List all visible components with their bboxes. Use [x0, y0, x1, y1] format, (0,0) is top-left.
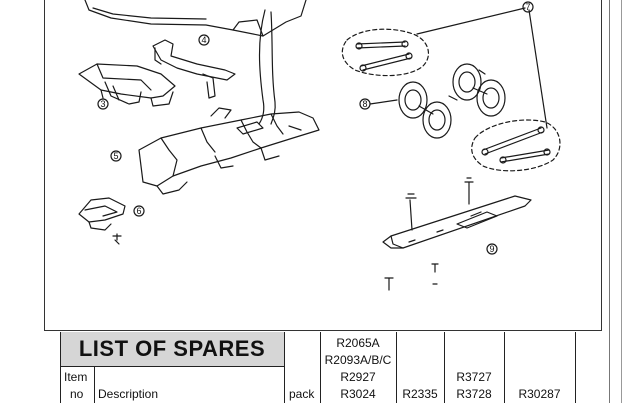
callout-7: 7 [525, 2, 530, 12]
pack-code-r2065a: R2065A [336, 336, 380, 350]
description-column-label: Description [98, 387, 159, 401]
coupling-rods-part-7 [341, 1, 561, 172]
pack-code-r30287: R30287 [518, 387, 561, 401]
keeper-plate-part-9 [382, 195, 532, 255]
body-shell-part [84, 0, 307, 37]
chassis-part-5 [110, 107, 320, 195]
callout-4: 4 [201, 35, 206, 45]
callout-9: 9 [489, 244, 494, 254]
callout-3: 3 [100, 99, 105, 109]
callout-5: 5 [113, 151, 118, 161]
screws-part [384, 177, 474, 291]
pack-column-label: pack [289, 387, 315, 401]
motor-mount-part-3 [78, 63, 176, 110]
pack-code-r2335: R2335 [402, 387, 438, 401]
pack-code-r2927: R2927 [340, 370, 376, 384]
page-edge [609, 0, 627, 403]
spares-table: LIST OF SPARES Item no Description pack … [60, 332, 576, 403]
bracket-part-4 [152, 34, 236, 99]
wheelsets-part-8 [359, 63, 506, 139]
pack-code-r2093abc: R2093A/B/C [324, 353, 392, 367]
item-column-label: Item [64, 370, 88, 384]
wiring-part [258, 9, 276, 125]
spares-table-title: LIST OF SPARES [60, 332, 284, 366]
pack-code-r3727: R3727 [456, 370, 492, 384]
coupling-part-6 [78, 197, 145, 245]
item-column-label-no: no [70, 387, 84, 401]
exploded-parts-diagram: 3 4 5 6 7 8 9 [44, 0, 602, 331]
callout-8: 8 [362, 99, 367, 109]
pack-code-r3728: R3728 [456, 387, 492, 401]
callout-6: 6 [136, 206, 141, 216]
pack-code-r3024: R3024 [340, 387, 376, 401]
